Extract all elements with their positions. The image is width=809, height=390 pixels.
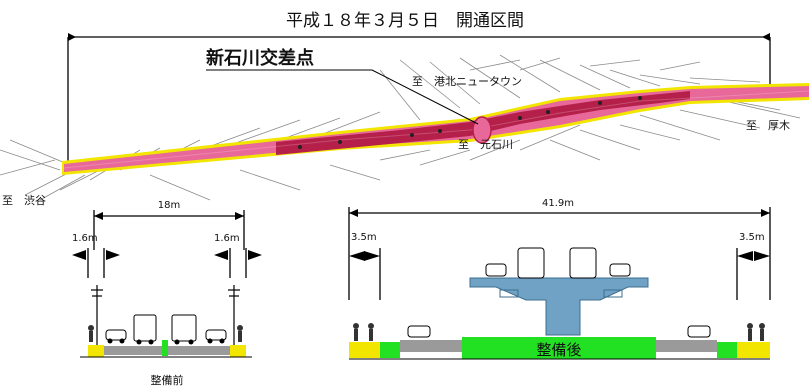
map-background [0, 54, 801, 201]
after-sidewalk-right-width: 3.5m [739, 232, 765, 243]
viaduct-vehicles [485, 247, 631, 279]
aerial-map [0, 54, 809, 201]
after-sidewalk-left-width: 3.5m [351, 232, 377, 243]
destination-atsugi-label: 至 厚木 [746, 119, 790, 132]
median-green [462, 337, 656, 359]
before-sidewalk-right-width: 1.6m [214, 233, 240, 244]
after-total-width: 41.9m [542, 198, 574, 209]
before-sidewalk-left-width: 1.6m [72, 233, 98, 244]
after-caption: 整備後 [536, 341, 581, 359]
opening-section-bracket [67, 33, 771, 168]
destination-shibuya-label: 至 渋谷 [2, 194, 46, 207]
destination-kohoku-label: 至 港北ニュータウン [412, 75, 522, 88]
before-cross-section: 18m 1.6m 1.6m [72, 200, 262, 387]
viaduct-structure [469, 277, 649, 336]
intersection-label: 新石川交差点 [206, 47, 314, 69]
before-caption: 整備前 [151, 373, 184, 387]
before-total-width: 18m [158, 200, 180, 211]
before-vehicles [105, 314, 227, 342]
page-title: 平成１８年３月５日 開通区間 [286, 11, 524, 31]
destination-motoishikawa-label: 至 元石川 [458, 138, 513, 151]
after-cross-section: 41.9m 3.5m 3.5m [348, 198, 771, 360]
